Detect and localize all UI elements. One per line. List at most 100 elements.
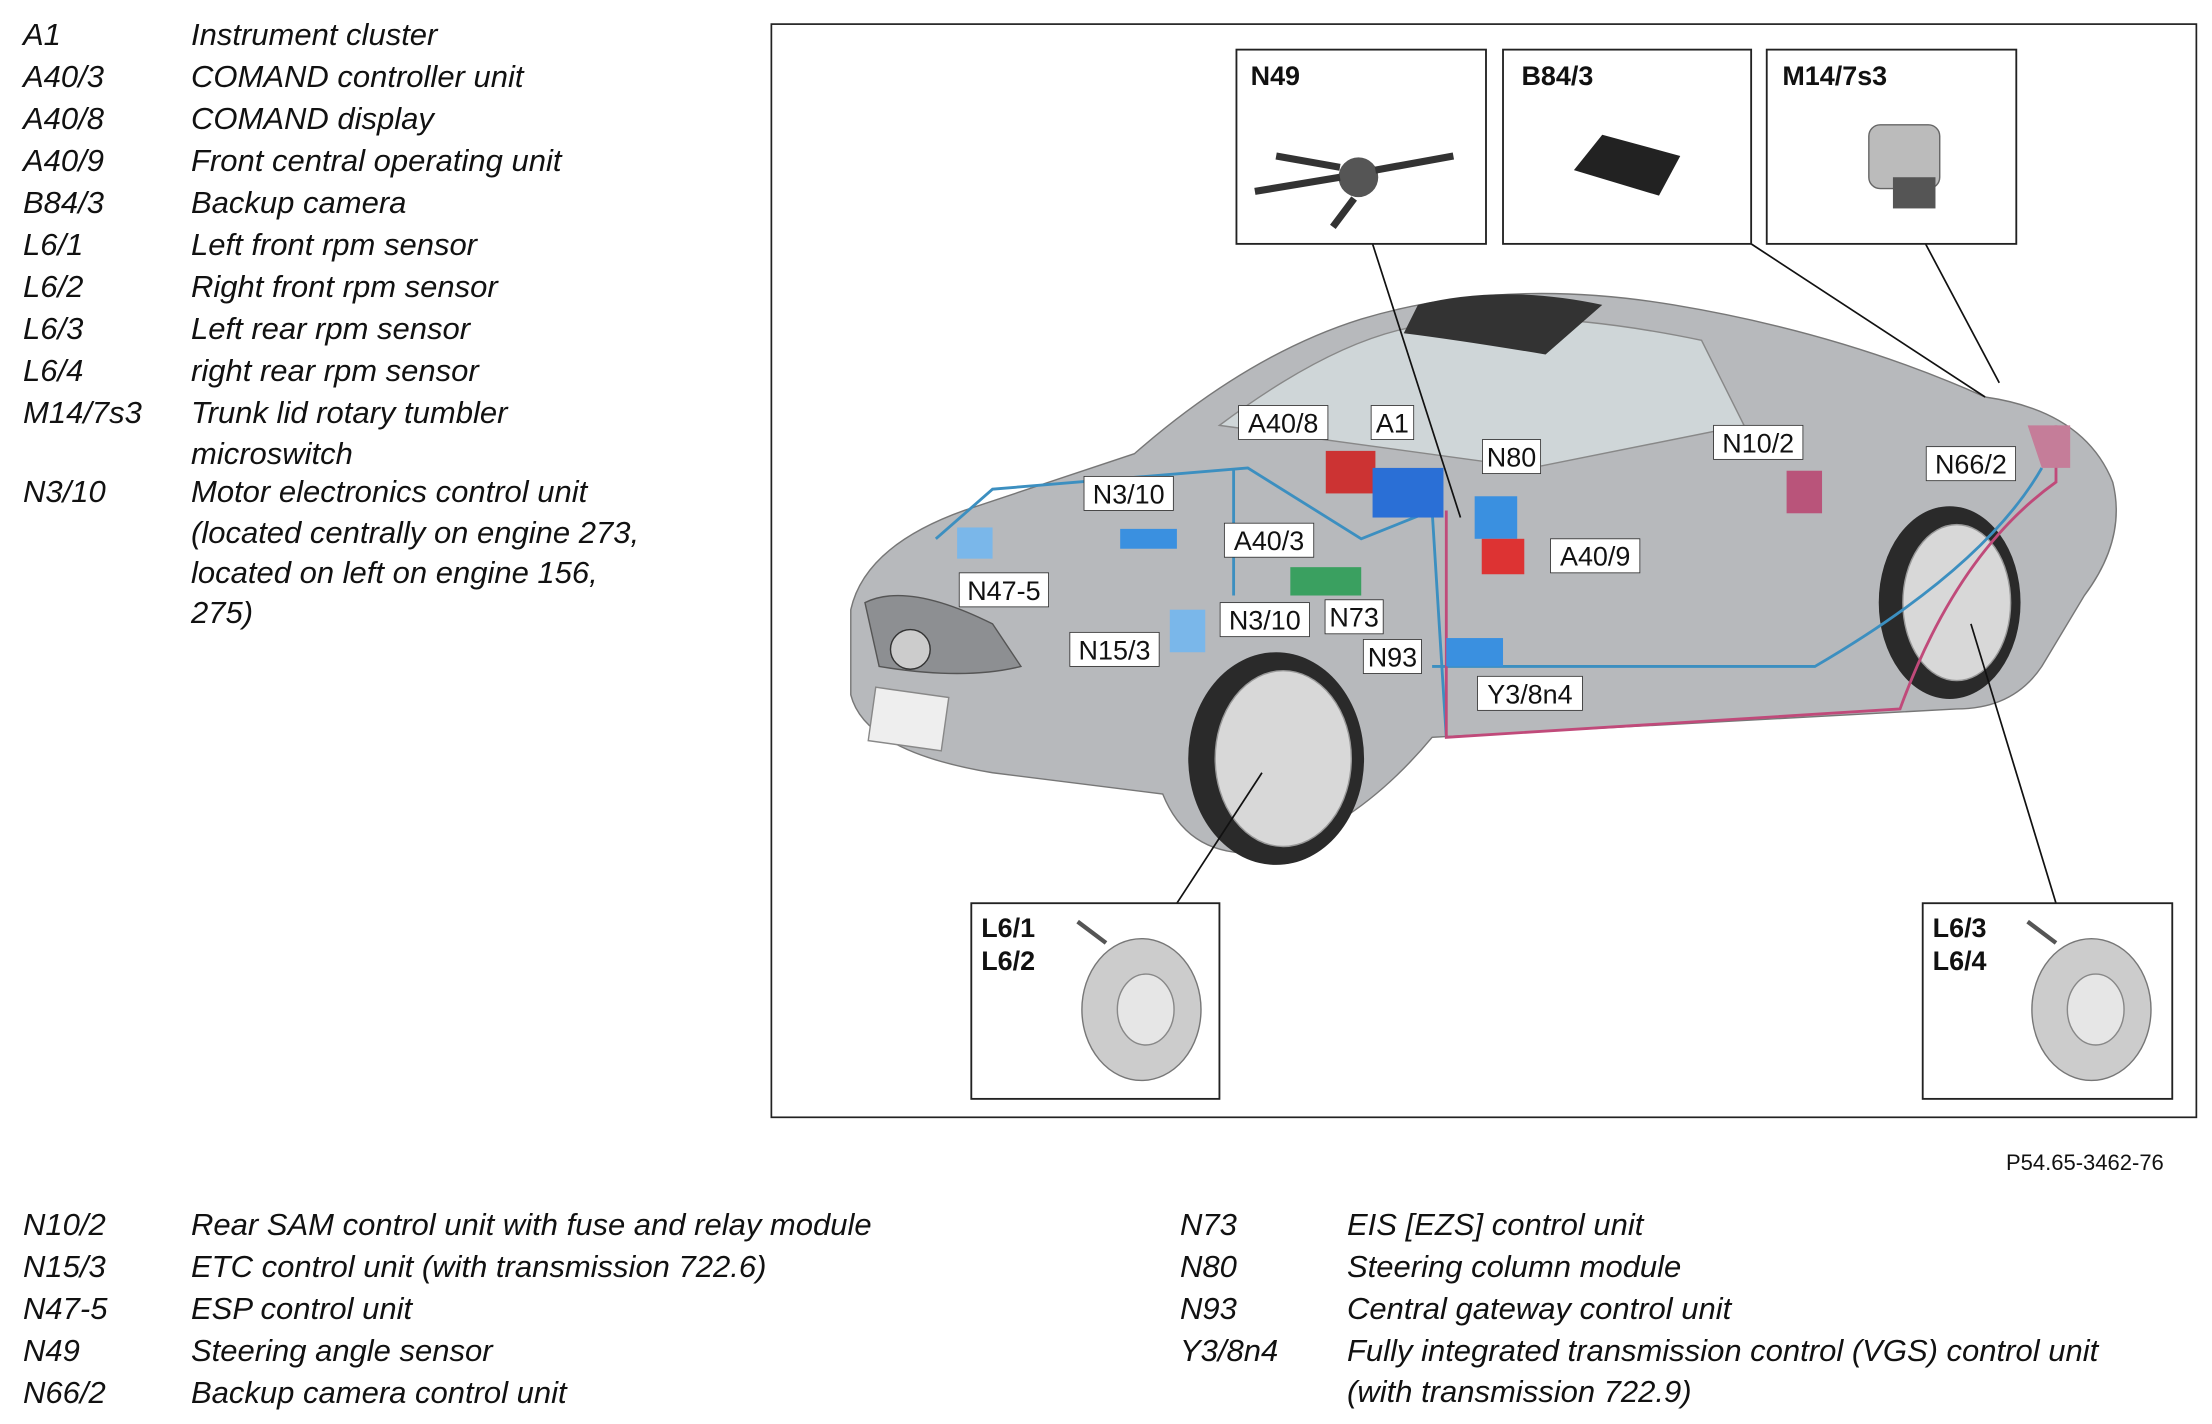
legend-description: Instrument cluster: [191, 14, 437, 56]
legend-description: COMAND display: [191, 98, 434, 140]
description-line: Left front rpm sensor: [191, 227, 478, 262]
legend-code: N3/10: [23, 473, 106, 509]
detail-box-m14-7s3: M14/7s3: [1765, 48, 2018, 245]
legend-code: N15/3: [23, 1249, 106, 1284]
description-line: Backup camera control unit: [191, 1375, 567, 1410]
callout-text: A40/9: [1560, 542, 1630, 572]
brake-disc-icon: [2026, 919, 2152, 1082]
detail-box-l6-3-l6-4: L6/3 L6/4: [1921, 902, 2174, 1100]
description-line: Rear SAM control unit with fuse and rela…: [191, 1207, 872, 1242]
legend-code: B84/3: [23, 185, 105, 220]
description-line: Left rear rpm sensor: [191, 311, 471, 346]
svg-text:N49: N49: [1251, 61, 1300, 91]
description-line: Steering column module: [1347, 1249, 1682, 1284]
brake-disc-icon: [1076, 919, 1202, 1082]
callout-label: N93: [1362, 639, 1422, 674]
legend-description: Steering angle sensor: [191, 1330, 493, 1372]
rotary-tumbler-icon: [1868, 124, 1941, 209]
legend-description: Backup camera: [191, 182, 406, 224]
legend-code: A40/3: [23, 59, 105, 94]
callout-text: N15/3: [1079, 635, 1151, 665]
callout-label: A40/8: [1238, 405, 1329, 440]
legend-code: A40/8: [23, 101, 105, 136]
description-line: Instrument cluster: [191, 17, 438, 52]
callout-label: N66/2: [1925, 446, 2017, 482]
description-line: Right front rpm sensor: [191, 269, 498, 304]
svg-text:B84/3: B84/3: [1521, 61, 1593, 91]
callout-label: Y3/8n4: [1477, 675, 1583, 711]
legend-code: N73: [1180, 1207, 1237, 1242]
svg-text:L6/1: L6/1: [981, 913, 1035, 943]
legend-code: N93: [1180, 1291, 1237, 1326]
legend-code: L6/4: [23, 353, 84, 388]
svg-text:M14/7s3: M14/7s3: [1782, 61, 1887, 91]
description-line: ESP control unit: [191, 1291, 413, 1326]
legend-code: N80: [1180, 1249, 1237, 1284]
figure-reference: P54.65-3462-76: [2006, 1150, 2164, 1175]
description-line: (with transmission 722.9): [1347, 1374, 1692, 1409]
steering-angle-sensor-icon: [1254, 152, 1455, 229]
description-line: COMAND display: [191, 101, 434, 136]
svg-text:L6/2: L6/2: [981, 946, 1035, 976]
description-line: 275): [191, 594, 254, 630]
detail-box-b84-3: B84/3: [1502, 48, 1753, 245]
legend-code: A1: [23, 17, 61, 52]
description-line: Steering angle sensor: [191, 1333, 493, 1368]
legend-code: M14/7s3: [23, 395, 142, 430]
legend-description: Right front rpm sensor: [191, 266, 498, 308]
callout-label: A1: [1370, 405, 1415, 440]
description-line: Backup camera: [191, 185, 407, 220]
legend-code: A40/9: [23, 143, 105, 178]
description-line: right rear rpm sensor: [191, 353, 479, 388]
description-line: located on left on engine 156,: [191, 554, 598, 590]
legend-description: Central gateway control unit: [1347, 1288, 1731, 1330]
callout-label: N3/10: [1219, 602, 1310, 638]
callout-text: N93: [1368, 642, 1417, 672]
description-line: Front central operating unit: [191, 143, 562, 178]
legend-description: COMAND controller unit: [191, 56, 523, 98]
detail-box-n49: N49: [1235, 48, 1487, 245]
svg-text:L6/3: L6/3: [1933, 913, 1987, 943]
legend-description: ESP control unit: [191, 1288, 412, 1330]
callout-label: A40/9: [1550, 538, 1641, 574]
detail-box-l6-1-l6-2: L6/1 L6/2: [970, 902, 1221, 1100]
description-line: EIS [EZS] control unit: [1347, 1207, 1644, 1242]
callout-text: Y3/8n4: [1487, 679, 1572, 709]
callout-label: N80: [1482, 439, 1542, 475]
description-line: Central gateway control unit: [1347, 1291, 1732, 1326]
legend-code: Y3/8n4: [1180, 1333, 1279, 1368]
callout-label: N47-5: [958, 572, 1050, 608]
callout-text: A40/3: [1234, 526, 1304, 556]
leader-lines: [1176, 243, 2057, 904]
description-line: (located centrally on engine 273,: [191, 514, 640, 550]
callout-text: N66/2: [1935, 450, 2007, 480]
legend-description: Backup camera control unit: [191, 1372, 567, 1414]
description-line: Fully integrated transmission control (V…: [1347, 1333, 2099, 1368]
callout-label: N3/10: [1083, 475, 1174, 511]
legend-description: Fully integrated transmission control (V…: [1347, 1330, 2098, 1412]
backup-camera-icon: [1573, 134, 1681, 196]
legend-code: L6/2: [23, 269, 84, 304]
callout-text: N47-5: [967, 576, 1040, 606]
legend-description: EIS [EZS] control unit: [1347, 1204, 1643, 1246]
callout-text: A1: [1376, 408, 1409, 438]
callout-text: A40/8: [1248, 408, 1318, 438]
description-line: Trunk lid rotary tumbler: [191, 395, 508, 430]
legend-code: L6/3: [23, 311, 84, 346]
legend-description: Motor electronics control unit(located c…: [191, 471, 639, 633]
legend-description: Steering column module: [1347, 1246, 1681, 1288]
legend-description: Front central operating unit: [191, 140, 562, 182]
legend-description: ETC control unit (with transmission 722.…: [191, 1246, 766, 1288]
callout-text: N3/10: [1093, 479, 1165, 509]
callout-label: N15/3: [1069, 631, 1160, 667]
legend-code: N66/2: [23, 1375, 106, 1410]
svg-text:L6/4: L6/4: [1933, 946, 1987, 976]
legend-description: right rear rpm sensor: [191, 350, 479, 392]
legend-description: Left front rpm sensor: [191, 224, 477, 266]
callout-text: N80: [1487, 442, 1536, 472]
legend-description: Rear SAM control unit with fuse and rela…: [191, 1204, 872, 1246]
legend-description: Left rear rpm sensor: [191, 308, 470, 350]
legend-code: N10/2: [23, 1207, 106, 1242]
